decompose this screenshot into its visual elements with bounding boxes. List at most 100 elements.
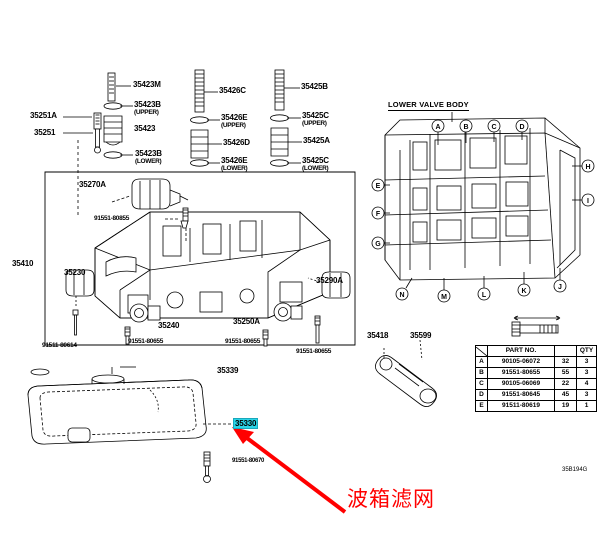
parts-reference-table: PART NO. QTY A 90105-06072 32 3 B 91551-… <box>475 345 597 412</box>
callout-35425C-upper: 35425C <box>302 111 329 120</box>
svg-text:C: C <box>491 124 496 131</box>
callout-91511-80614: 91511-80614 <box>42 342 77 349</box>
table-cell-key: B <box>475 367 488 379</box>
callout-35426E-upper: 35426E <box>221 113 248 122</box>
table-bolt-illustration <box>511 315 561 337</box>
table-cell-part-no: 91551-80645 <box>487 389 555 401</box>
callout-35423: 35423 <box>134 124 156 133</box>
drawing-number: 35B194G <box>562 467 588 473</box>
table-cell-key: D <box>475 389 488 401</box>
table-cell-part-no: 90105-06069 <box>487 378 555 390</box>
part-35426-assembly <box>190 69 209 167</box>
svg-text:G: G <box>375 241 381 248</box>
bolt-91551-80670 <box>203 451 211 483</box>
table-header-part-no: PART NO. <box>487 345 555 357</box>
table-cell-length: 22 <box>554 378 577 390</box>
svg-text:F: F <box>376 211 381 218</box>
callout-91551-80670: 91551-80670 <box>232 458 265 464</box>
table-cell-qty: 3 <box>576 367 597 379</box>
callout-35425A: 35425A <box>303 136 330 145</box>
callout-35426E-lower: 35426E <box>221 156 248 165</box>
callout-35240: 35240 <box>158 321 180 330</box>
table-cell-length: 19 <box>554 400 577 412</box>
part-35250A <box>273 302 303 322</box>
callout-35251A: 35251A <box>30 111 57 120</box>
svg-text:M: M <box>441 294 447 301</box>
table-cell-length: 32 <box>554 356 577 368</box>
svg-text:N: N <box>399 292 404 299</box>
svg-text:I: I <box>587 198 589 205</box>
callout-35425C-upper-note: (UPPER) <box>302 120 327 127</box>
table-cell-qty: 1 <box>576 400 597 412</box>
callout-35330-highlighted: 35330 <box>233 418 259 429</box>
callout-91551-80655-a: 91551-80655 <box>128 338 164 345</box>
callout-35290A: 35290A <box>316 276 343 285</box>
part-35240 <box>129 303 161 323</box>
table-body: A 90105-06072 32 3 B 91551-80655 55 3 C … <box>475 356 597 412</box>
svg-text:K: K <box>521 288 526 295</box>
svg-text:D: D <box>519 124 524 131</box>
table-header-row: PART NO. QTY <box>475 345 597 357</box>
section-title-lower-valve-body: LOWER VALVE BODY <box>388 100 469 111</box>
table-cell-key: E <box>475 400 488 412</box>
svg-text:A: A <box>435 124 440 131</box>
part-35330-oil-strainer <box>27 374 207 445</box>
table-header-key <box>475 345 488 357</box>
table-row: A 90105-06072 32 3 <box>475 356 597 368</box>
callout-35426D: 35426D <box>223 138 250 147</box>
lower-valve-body-casting <box>384 117 581 281</box>
svg-text:L: L <box>482 292 487 299</box>
table-cell-key: C <box>475 378 488 390</box>
table-row: B 91551-80655 55 3 <box>475 367 597 379</box>
callout-35423M: 35423M <box>133 80 161 89</box>
table-cell-key: A <box>475 356 488 368</box>
callout-35599: 35599 <box>410 331 432 340</box>
table-cell-qty: 3 <box>576 356 597 368</box>
part-35418-35599-shaft <box>375 355 437 407</box>
callout-91551-80655-c: 91551-80655 <box>296 348 332 355</box>
callout-35423B-upper-note: (UPPER) <box>134 109 159 116</box>
callout-91551-80855: 91551-80855 <box>94 215 130 222</box>
callout-91551-80655-b: 91551-80655 <box>225 338 261 345</box>
callout-35425C-lower-note: (LOWER) <box>302 165 329 172</box>
callout-35423B-lower: 35423B <box>135 149 162 158</box>
callout-35423B-upper: 35423B <box>134 100 161 109</box>
annotation-arrow <box>232 427 347 514</box>
bolt-91551-80855-upper <box>180 207 189 229</box>
callout-35418: 35418 <box>367 331 389 340</box>
annotation-label-chinese: 波箱滤网 <box>347 487 435 511</box>
bolt-91551-80655-right <box>262 329 269 347</box>
part-35425-assembly <box>270 69 289 167</box>
part-35423-assembly <box>103 72 123 159</box>
bolt-91551-80655-lower <box>314 315 321 344</box>
callout-35423B-lower-note: (LOWER) <box>135 158 162 165</box>
table-cell-length: 45 <box>554 389 577 401</box>
table-cell-part-no: 91551-80655 <box>487 367 555 379</box>
callout-35251: 35251 <box>34 128 56 137</box>
part-35251-assembly <box>93 112 102 154</box>
svg-text:H: H <box>585 164 590 171</box>
table-row: D 91551-80645 45 3 <box>475 389 597 401</box>
callout-35230: 35230 <box>64 268 86 277</box>
callout-35425C-lower: 35425C <box>302 156 329 165</box>
table-cell-part-no: 90105-06072 <box>487 356 555 368</box>
svg-text:B: B <box>463 124 468 131</box>
bolt-91511-80614 <box>72 309 79 336</box>
svg-text:E: E <box>376 183 381 190</box>
svg-text:J: J <box>558 284 562 291</box>
callout-35425B: 35425B <box>301 82 328 91</box>
callout-35270A: 35270A <box>79 180 106 189</box>
callout-35410: 35410 <box>12 259 34 268</box>
table-header-qty: QTY <box>576 345 597 357</box>
callout-35426E-upper-note: (UPPER) <box>221 122 246 129</box>
table-cell-length: 55 <box>554 367 577 379</box>
callout-35250A: 35250A <box>233 317 260 326</box>
upper-valve-body-casting <box>94 211 331 319</box>
part-35270A-solenoid <box>131 178 189 210</box>
table-cell-qty: 3 <box>576 389 597 401</box>
callout-35426E-lower-note: (LOWER) <box>221 165 248 172</box>
table-header-length <box>554 345 577 357</box>
table-row: C 90105-06069 22 4 <box>475 378 597 390</box>
table-row: E 91511-80619 19 1 <box>475 400 597 412</box>
